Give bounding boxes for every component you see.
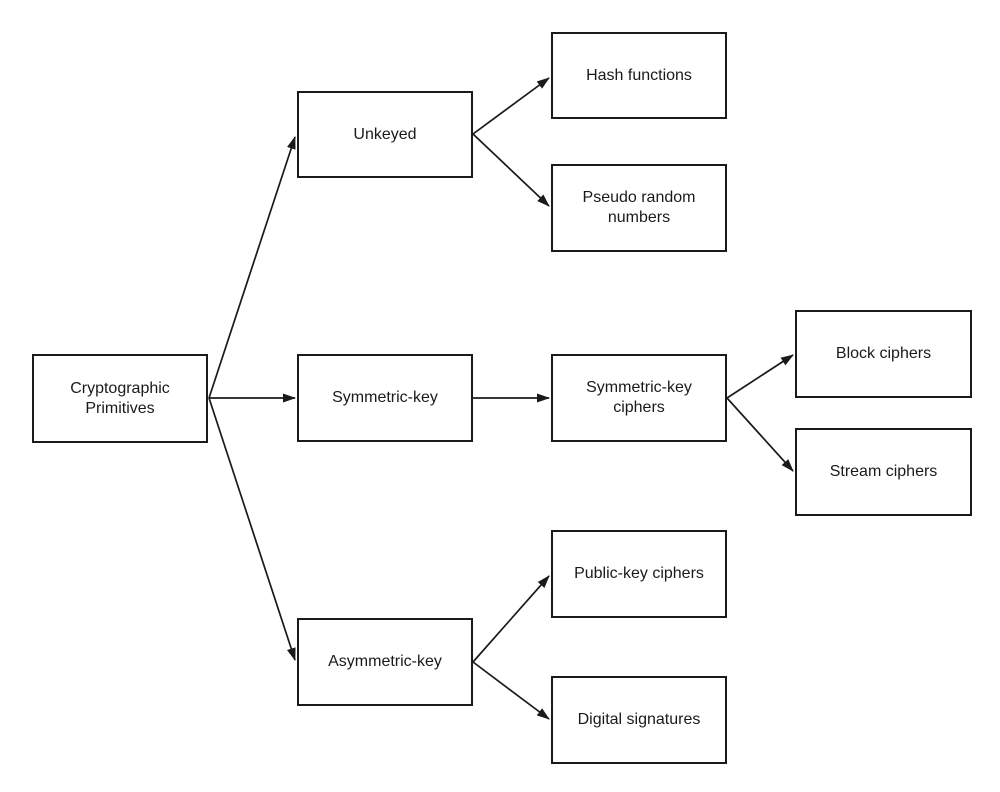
edge-asymkey-to-pubkey [472, 575, 550, 663]
node-block-ciphers: Block ciphers [795, 310, 972, 398]
edge-unkeyed-to-pseudo [472, 133, 550, 207]
node-symmetric-key: Symmetric-key [297, 354, 473, 442]
edge-asymkey-to-digsig [472, 661, 550, 720]
edge-symciphers-to-stream [726, 397, 794, 472]
node-hash-functions: Hash functions [551, 32, 727, 119]
node-cryptographic-primitives: Cryptographic Primitives [32, 354, 208, 443]
node-public-key-ciphers: Public-key ciphers [551, 530, 727, 618]
edge-unkeyed-to-hash [472, 77, 550, 135]
edge-root-to-unkeyed [208, 136, 296, 399]
node-asymmetric-key: Asymmetric-key [297, 618, 473, 706]
node-symmetric-key-ciphers: Symmetric-key ciphers [551, 354, 727, 442]
node-unkeyed: Unkeyed [297, 91, 473, 178]
node-digital-signatures: Digital signatures [551, 676, 727, 764]
node-pseudo-random-numbers: Pseudo random numbers [551, 164, 727, 252]
edge-root-to-asymmetric-key [208, 397, 296, 661]
node-stream-ciphers: Stream ciphers [795, 428, 972, 516]
edge-symciphers-to-block [726, 354, 794, 399]
